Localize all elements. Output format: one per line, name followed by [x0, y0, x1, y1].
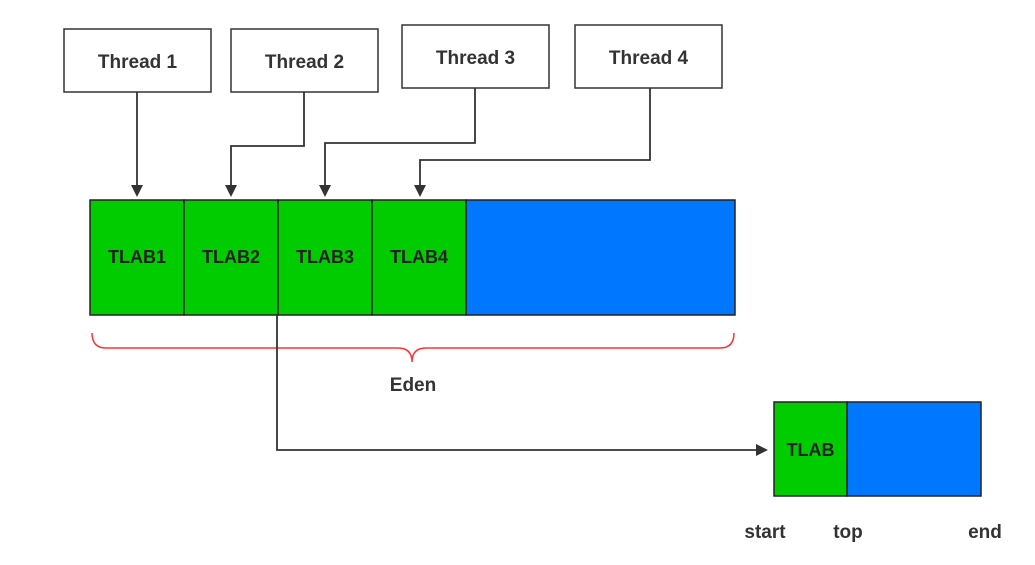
thread-box-2: Thread 2 [230, 28, 379, 93]
tlab-label-4: TLAB4 [390, 247, 448, 267]
pointer-label-top: top [833, 522, 863, 543]
eden-memory-bar: TLAB1 TLAB2 TLAB3 TLAB4 [89, 199, 736, 316]
arrow-thread3-tlab3 [319, 88, 476, 197]
thread-box-4: Thread 4 [574, 24, 723, 89]
tlab-block-2 [183, 199, 279, 316]
thread-label-4: Thread 4 [609, 48, 689, 69]
thread-label-2: Thread 2 [265, 52, 344, 73]
tlab-label-3: TLAB3 [296, 247, 354, 267]
tlab-label-2: TLAB2 [202, 247, 260, 267]
eden-label: Eden [390, 375, 436, 396]
thread-label-3: Thread 3 [436, 48, 515, 69]
thread-box-1: Thread 1 [63, 28, 212, 93]
arrow-thread2-tlab2 [225, 92, 305, 197]
pointer-label-end: end [968, 522, 1002, 543]
tlab-block-4 [371, 199, 467, 316]
tlab-detail-used [773, 401, 848, 497]
eden-brace [91, 332, 735, 363]
tlab-detail-label: TLAB [787, 440, 835, 460]
tlab-detail-free [846, 401, 982, 497]
thread-box-3: Thread 3 [401, 24, 550, 89]
arrow-thread4-tlab4 [414, 88, 651, 197]
eden-free-space [465, 199, 736, 316]
pointer-label-start: start [744, 522, 786, 543]
tlab-detail: TLAB [773, 401, 982, 497]
thread-label-1: Thread 1 [98, 52, 178, 73]
tlab-label-1: TLAB1 [108, 247, 166, 267]
arrow-to-tlab-detail [276, 315, 768, 456]
